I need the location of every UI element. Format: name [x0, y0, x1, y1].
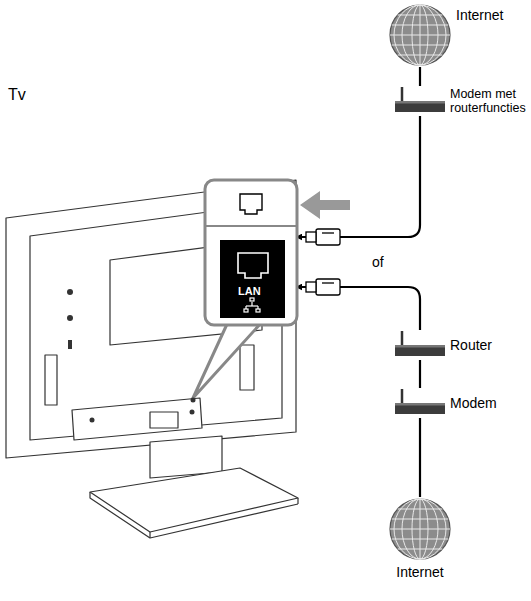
cable [419, 360, 421, 388]
lan-plug [316, 229, 340, 245]
port-icon [238, 253, 268, 278]
lan-port-spot [191, 398, 196, 403]
node-label: Tv [8, 86, 26, 104]
port-icon [240, 194, 262, 214]
screw [190, 410, 195, 415]
tv-stand-edge [90, 492, 298, 538]
device-icon [395, 330, 445, 360]
node-label: Modem [450, 395, 497, 411]
screw [68, 340, 72, 349]
globe-icon [388, 497, 452, 561]
network-device: Modem [395, 388, 497, 418]
device-icon [395, 86, 445, 116]
tv-stand-base [90, 468, 298, 532]
lan-plug-latch [322, 232, 334, 233]
insert-arrow [300, 191, 350, 219]
screw [67, 315, 73, 321]
screw [90, 418, 95, 423]
network-device: Router [395, 330, 492, 360]
callout-divider [206, 225, 296, 227]
internet-node: Internet [388, 3, 503, 67]
tv-stand-neck [150, 436, 222, 478]
lan-jack [220, 240, 285, 318]
tv-stand-edge [297, 498, 298, 504]
node-label: Internet [456, 7, 503, 23]
tv-stand-mount [72, 398, 202, 440]
port-label: LAN [238, 285, 261, 297]
tv-frame [6, 180, 296, 458]
lan-plug-tip [306, 232, 316, 242]
node-label: Modem met routerfuncties [450, 87, 528, 116]
internet-node: Internet [388, 497, 452, 580]
cable [419, 67, 421, 86]
network-device: Modem met routerfuncties [395, 86, 528, 116]
tv-vent [240, 345, 254, 390]
lan-plug [316, 279, 340, 295]
separator-text: of [372, 254, 384, 270]
device-icon [395, 388, 445, 418]
tv-vent [45, 355, 57, 405]
screw [67, 289, 73, 295]
node-label: Internet [396, 564, 443, 580]
tv-stand-clip [150, 412, 178, 428]
cable [296, 116, 420, 237]
node-label: Router [450, 337, 492, 353]
cable [419, 418, 421, 497]
lan-plug-tip [306, 282, 316, 292]
callout-pointer [193, 322, 262, 398]
globe-icon [388, 3, 452, 67]
network-symbol [244, 298, 260, 312]
lan-plug-latch [322, 282, 334, 283]
callout-box [205, 180, 297, 325]
tv-node: Tv [4, 86, 296, 542]
cable [296, 287, 420, 330]
